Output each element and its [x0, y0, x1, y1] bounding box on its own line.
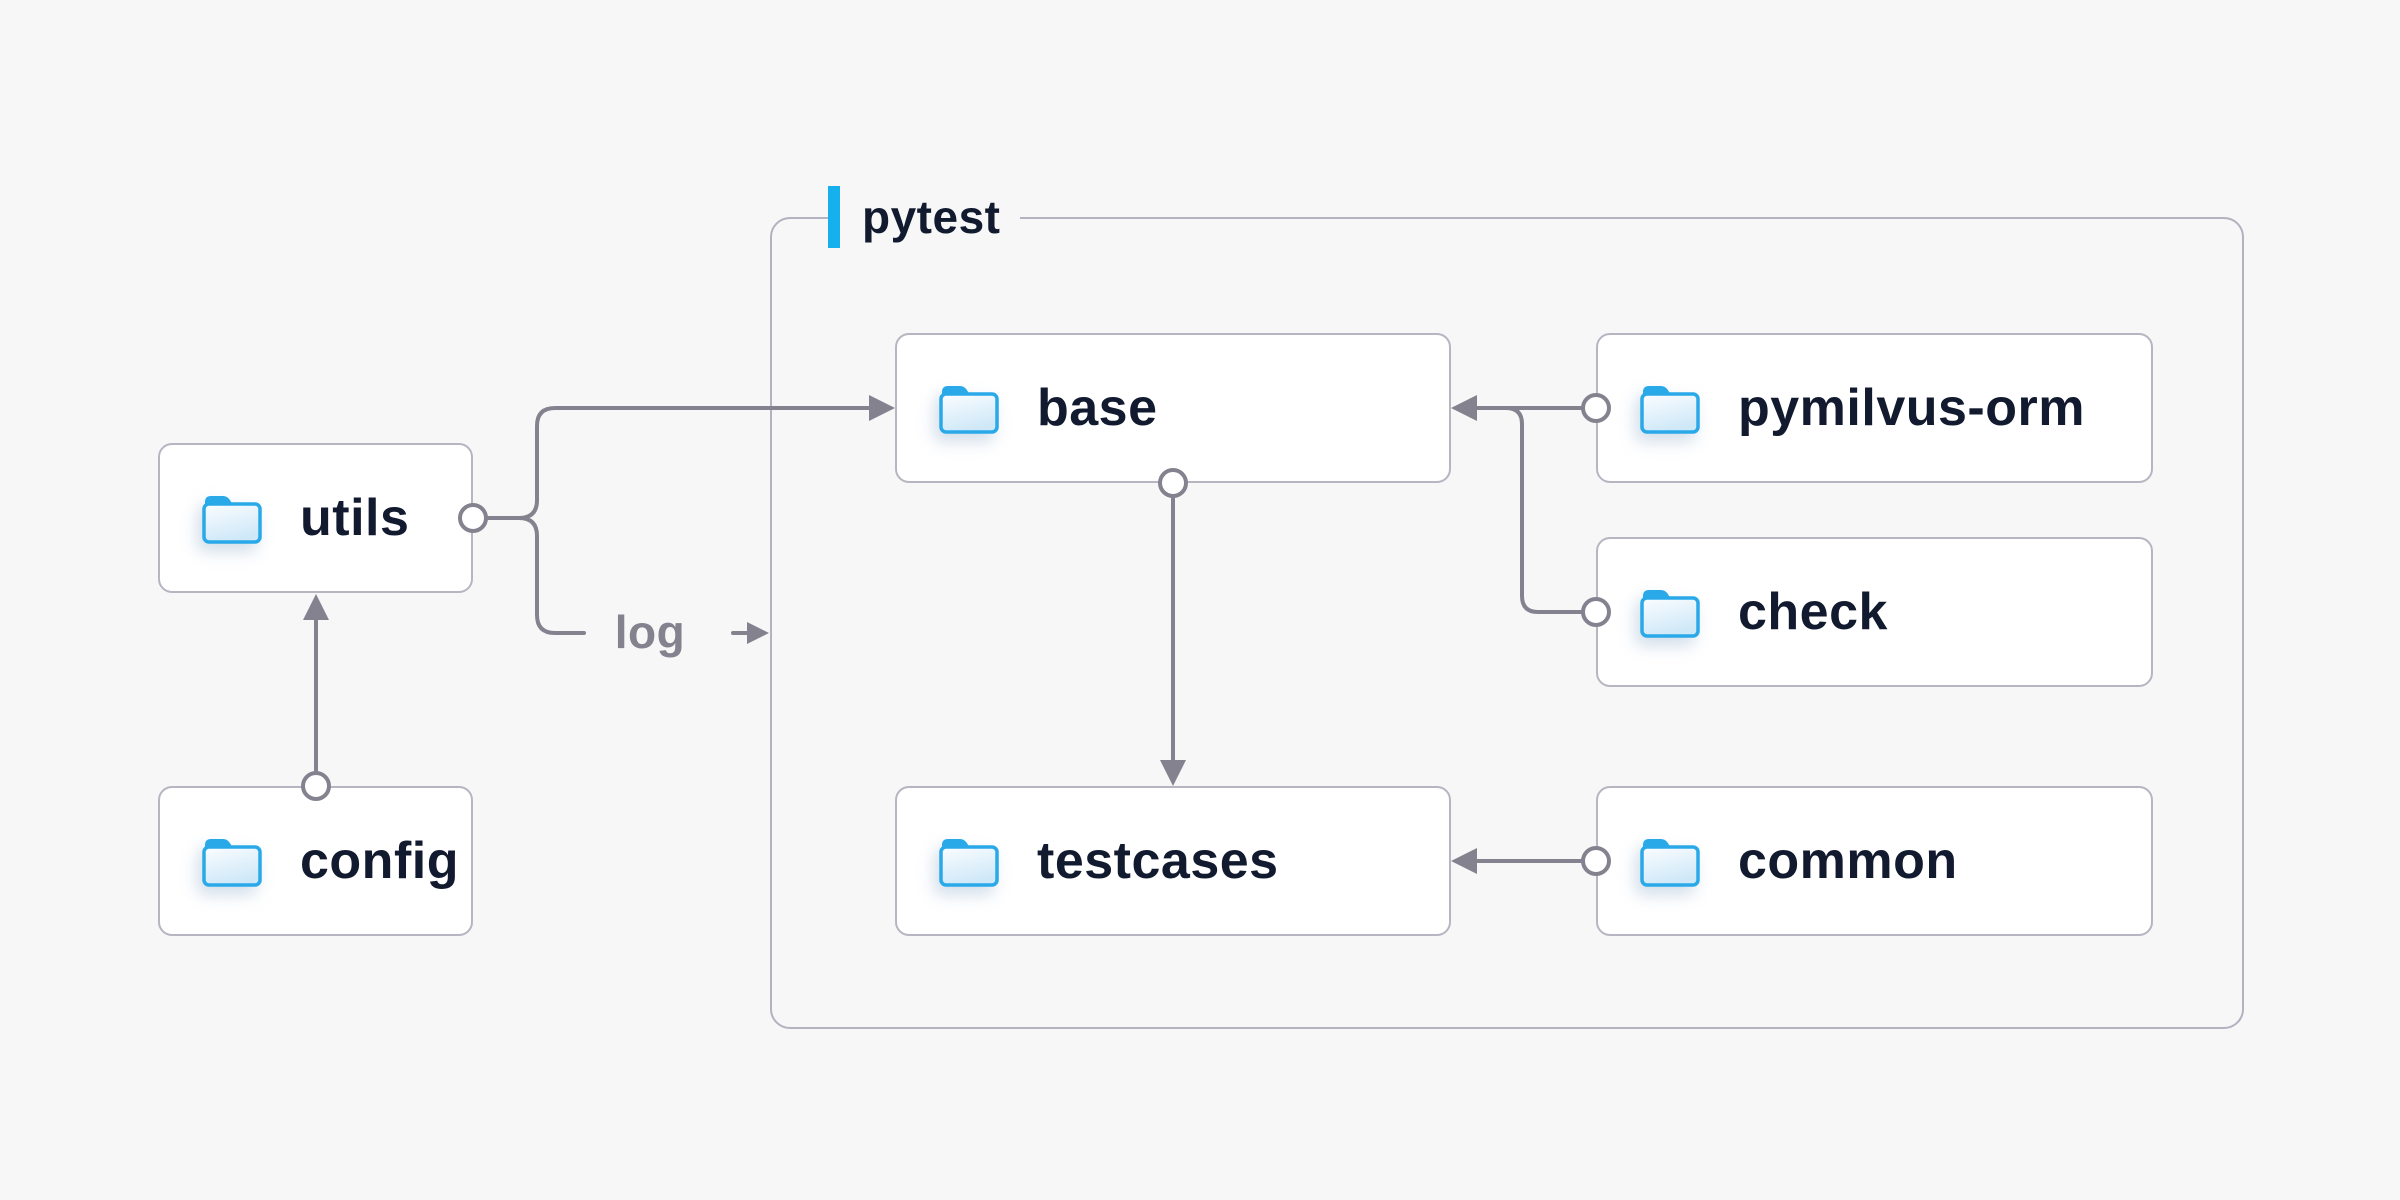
pytest-container: [770, 217, 2244, 1029]
folder-icon: [939, 386, 999, 434]
folder-icon: [1640, 839, 1700, 887]
node-label: pymilvus-orm: [1738, 379, 2085, 437]
edge-utils-log: [517, 516, 586, 635]
accent-bar: [828, 186, 840, 248]
node-config: config: [158, 786, 473, 936]
arrowhead-config-utils: [303, 594, 329, 620]
node-base: base: [895, 333, 1451, 483]
arrowhead-log: [747, 622, 769, 644]
node-common: common: [1596, 786, 2153, 936]
folder-icon: [939, 839, 999, 887]
node-label: check: [1738, 583, 1888, 641]
folder-icon: [1640, 386, 1700, 434]
pytest-label-text: pytest: [862, 191, 1001, 243]
node-testcases: testcases: [895, 786, 1451, 936]
node-label: utils: [300, 489, 410, 547]
edge-label-log: log: [614, 605, 686, 658]
node-label: common: [1738, 832, 1958, 890]
node-utils: utils: [158, 443, 473, 593]
node-pymilvus-orm: pymilvus-orm: [1596, 333, 2153, 483]
node-label: testcases: [1037, 832, 1279, 890]
pytest-container-label: pytest: [828, 186, 1021, 248]
node-check: check: [1596, 537, 2153, 687]
node-label: base: [1037, 379, 1158, 437]
folder-icon: [1640, 590, 1700, 638]
folder-icon: [202, 496, 262, 544]
folder-icon: [202, 839, 262, 887]
node-label: config: [300, 832, 459, 890]
